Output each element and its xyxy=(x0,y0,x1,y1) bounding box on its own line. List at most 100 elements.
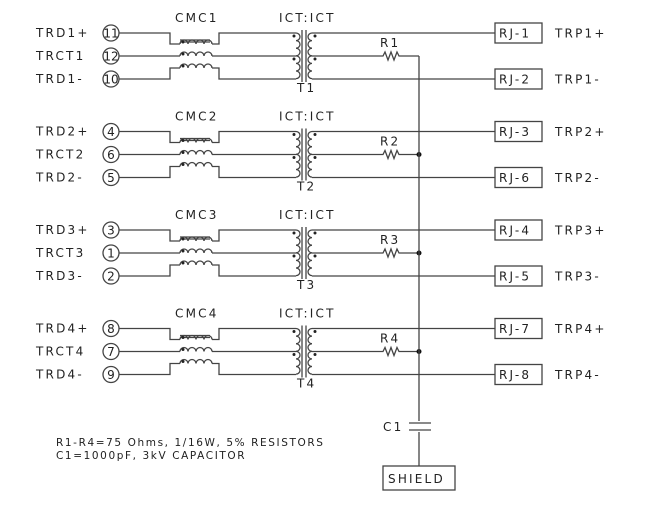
resistor xyxy=(380,50,402,62)
wire xyxy=(119,327,180,341)
signal-label-ct: TRCT4 xyxy=(35,345,85,359)
polarity-dot xyxy=(313,156,317,159)
transformer-ratio-label: ICT:ICT xyxy=(279,208,336,222)
output-label: TRP4- xyxy=(554,368,601,382)
polarity-dot xyxy=(292,254,296,258)
signal-label-plus: TRD1+ xyxy=(35,26,90,40)
transformer-ratio-label: ICT:ICT xyxy=(279,110,336,124)
polarity-dot xyxy=(313,254,317,258)
output-label: TRP2+ xyxy=(554,125,607,139)
wire xyxy=(212,67,296,80)
wire xyxy=(119,165,180,179)
signal-label-plus: TRD3+ xyxy=(35,223,90,237)
wire xyxy=(119,362,180,376)
wire xyxy=(119,229,180,242)
resistor xyxy=(380,247,402,259)
wire xyxy=(119,264,180,277)
wire xyxy=(212,362,296,376)
polarity-dot xyxy=(181,336,185,339)
wire xyxy=(119,32,180,45)
pin-number: 7 xyxy=(107,345,115,359)
signal-label-ct: TRCT1 xyxy=(35,49,85,63)
cmc-winding xyxy=(179,161,213,167)
signal-label-plus: TRD4+ xyxy=(35,322,90,336)
polarity-dot xyxy=(313,57,317,61)
pin-number: 8 xyxy=(107,322,115,336)
note-resistors: R1-R4=75 Ohms, 1/16W, 5% RESISTORS xyxy=(56,437,325,449)
wire xyxy=(212,229,296,242)
shield-label: SHIELD xyxy=(388,472,445,486)
shield-box xyxy=(382,465,456,491)
rj-pin-label: RJ-8 xyxy=(499,368,531,382)
signal-label-minus: TRD3- xyxy=(35,269,84,283)
output-label: TRP3+ xyxy=(554,224,607,238)
polarity-dot xyxy=(292,353,296,356)
cmc-label: CMC4 xyxy=(175,307,219,321)
resistor-label: R2 xyxy=(380,135,400,149)
cmc-winding xyxy=(179,51,213,57)
wire xyxy=(212,165,296,179)
polarity-dot xyxy=(313,133,317,136)
pin-number: 3 xyxy=(107,224,115,238)
polarity-dot xyxy=(181,64,185,68)
rj-pin-label: RJ-5 xyxy=(499,270,531,284)
polarity-dot xyxy=(181,249,185,253)
resistor xyxy=(380,148,402,161)
polarity-dot xyxy=(313,34,317,38)
polarity-dot xyxy=(313,330,317,333)
cmc-winding xyxy=(179,149,213,155)
cmc-label: CMC3 xyxy=(175,208,219,222)
output-label: TRP1+ xyxy=(554,27,607,41)
primary-winding xyxy=(295,130,301,178)
cmc-winding xyxy=(179,260,213,266)
primary-winding xyxy=(295,327,301,375)
polarity-dot xyxy=(292,57,296,61)
rj-pin-box xyxy=(494,265,543,287)
pin-number: 11 xyxy=(103,27,118,41)
secondary-winding xyxy=(307,130,313,178)
rj-pin-box xyxy=(494,219,543,241)
transformer-ratio-label: ICT:ICT xyxy=(279,307,336,321)
rj-pin-box xyxy=(494,363,543,386)
transformer-label: T2 xyxy=(296,180,316,194)
wire xyxy=(119,67,180,80)
capacitor-label: C1 xyxy=(383,420,403,434)
output-label: TRP4+ xyxy=(554,322,607,336)
cmc-winding xyxy=(179,63,213,69)
rj-pin-label: RJ-2 xyxy=(499,73,531,87)
wire xyxy=(212,264,296,277)
signal-label-minus: TRD4- xyxy=(35,368,84,382)
primary-winding xyxy=(295,32,301,80)
wire xyxy=(119,130,180,144)
pin-number: 2 xyxy=(107,270,115,284)
wire xyxy=(212,130,296,144)
pin-number: 4 xyxy=(107,125,115,139)
signal-label-ct: TRCT3 xyxy=(35,246,85,260)
pin-number: 1 xyxy=(107,247,115,261)
rj-pin-box xyxy=(494,120,543,143)
polarity-dot xyxy=(313,353,317,356)
polarity-dot xyxy=(181,151,185,154)
polarity-dot xyxy=(181,139,185,142)
rj-pin-box xyxy=(494,68,543,90)
rj-pin-label: RJ-3 xyxy=(499,125,531,139)
rj-pin-label: RJ-1 xyxy=(499,27,531,41)
pin-number: 12 xyxy=(103,50,118,64)
rj-pin-box xyxy=(494,166,543,189)
cmc-label: CMC2 xyxy=(175,110,219,124)
polarity-dot xyxy=(292,231,296,235)
polarity-dot xyxy=(292,34,296,38)
signal-label-plus: TRD2+ xyxy=(35,125,90,139)
signal-label-minus: TRD1- xyxy=(35,72,84,86)
transformer-label: T4 xyxy=(296,377,316,391)
output-label: TRP2- xyxy=(554,171,601,185)
cmc-winding xyxy=(179,334,213,340)
polarity-dot xyxy=(181,40,185,44)
pin-number: 6 xyxy=(107,148,115,162)
polarity-dot xyxy=(181,348,185,351)
